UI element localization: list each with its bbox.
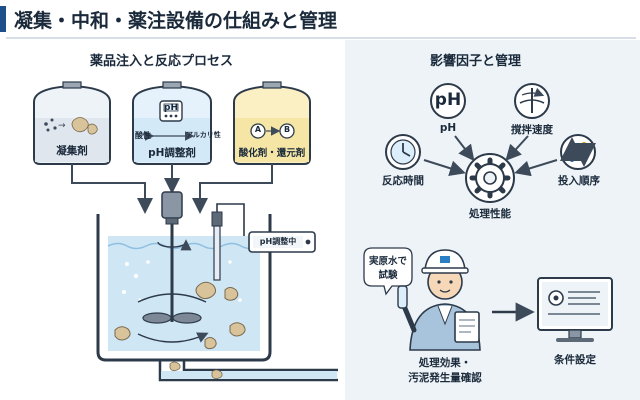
worker-figure [397, 249, 481, 351]
stirring-icon [514, 83, 550, 119]
order-arrows-icon [560, 134, 596, 170]
reactant-b: B [283, 125, 291, 134]
reactant-a: A [254, 125, 262, 134]
page-title: 凝集・中和・薬注設備の仕組みと管理 [14, 10, 338, 32]
factor-stirring-label: 撹拌速度 [511, 124, 553, 136]
title-divider [6, 37, 636, 39]
bubble-line2: 試験 [378, 270, 398, 281]
speech-bubble [363, 247, 413, 296]
title-bar: 凝集・中和・薬注設備の仕組みと管理 [0, 0, 640, 38]
outlet-pipe [158, 360, 338, 382]
gear-icon [465, 153, 515, 203]
tank-oxidizer-reducer [233, 81, 311, 165]
ph-meter-label: pH調整中 [259, 237, 297, 246]
title-accent [0, 6, 6, 32]
bubble-line1: 実原水で [368, 256, 407, 267]
performance-label: 処理性能 [469, 208, 511, 220]
factor-ph-label: pH [439, 122, 457, 134]
coagulant-label: 凝集剤 [56, 145, 88, 157]
ph-meter [248, 231, 316, 253]
ph-badge-text: pH [164, 103, 178, 113]
svg-text:→: → [58, 121, 66, 131]
left-section-title: 薬品注入と反応プロセス [90, 54, 234, 69]
worker-caption-line1: 処理効果・ [418, 357, 472, 369]
oxidizer-label: 酸化剤・還元剤 [238, 148, 306, 159]
ph-symbol: pH [434, 90, 462, 110]
factor-order-label: 投入順序 [558, 175, 600, 187]
tank-ph-adjuster [132, 81, 212, 165]
factor-time-label: 反応時間 [382, 175, 424, 187]
factor-arrows [423, 135, 558, 177]
acid-label: 酸性 [135, 131, 151, 140]
worker-caption-line2: 汚泥発生量確認 [408, 372, 482, 384]
ph-probe [211, 203, 245, 281]
alkali-label: アルカリ性 [186, 131, 221, 139]
stirrer-motor [137, 191, 209, 343]
right-section-title: 影響因子と管理 [430, 54, 522, 69]
ph-icon [430, 83, 466, 119]
supply-pipes [71, 164, 273, 214]
ph-adjuster-label: pH調整剤 [148, 147, 196, 159]
monitor-icon [537, 277, 613, 342]
monitor-caption: 条件設定 [554, 354, 596, 366]
clock-icon [385, 134, 421, 170]
tank-coagulant: → [33, 81, 111, 165]
